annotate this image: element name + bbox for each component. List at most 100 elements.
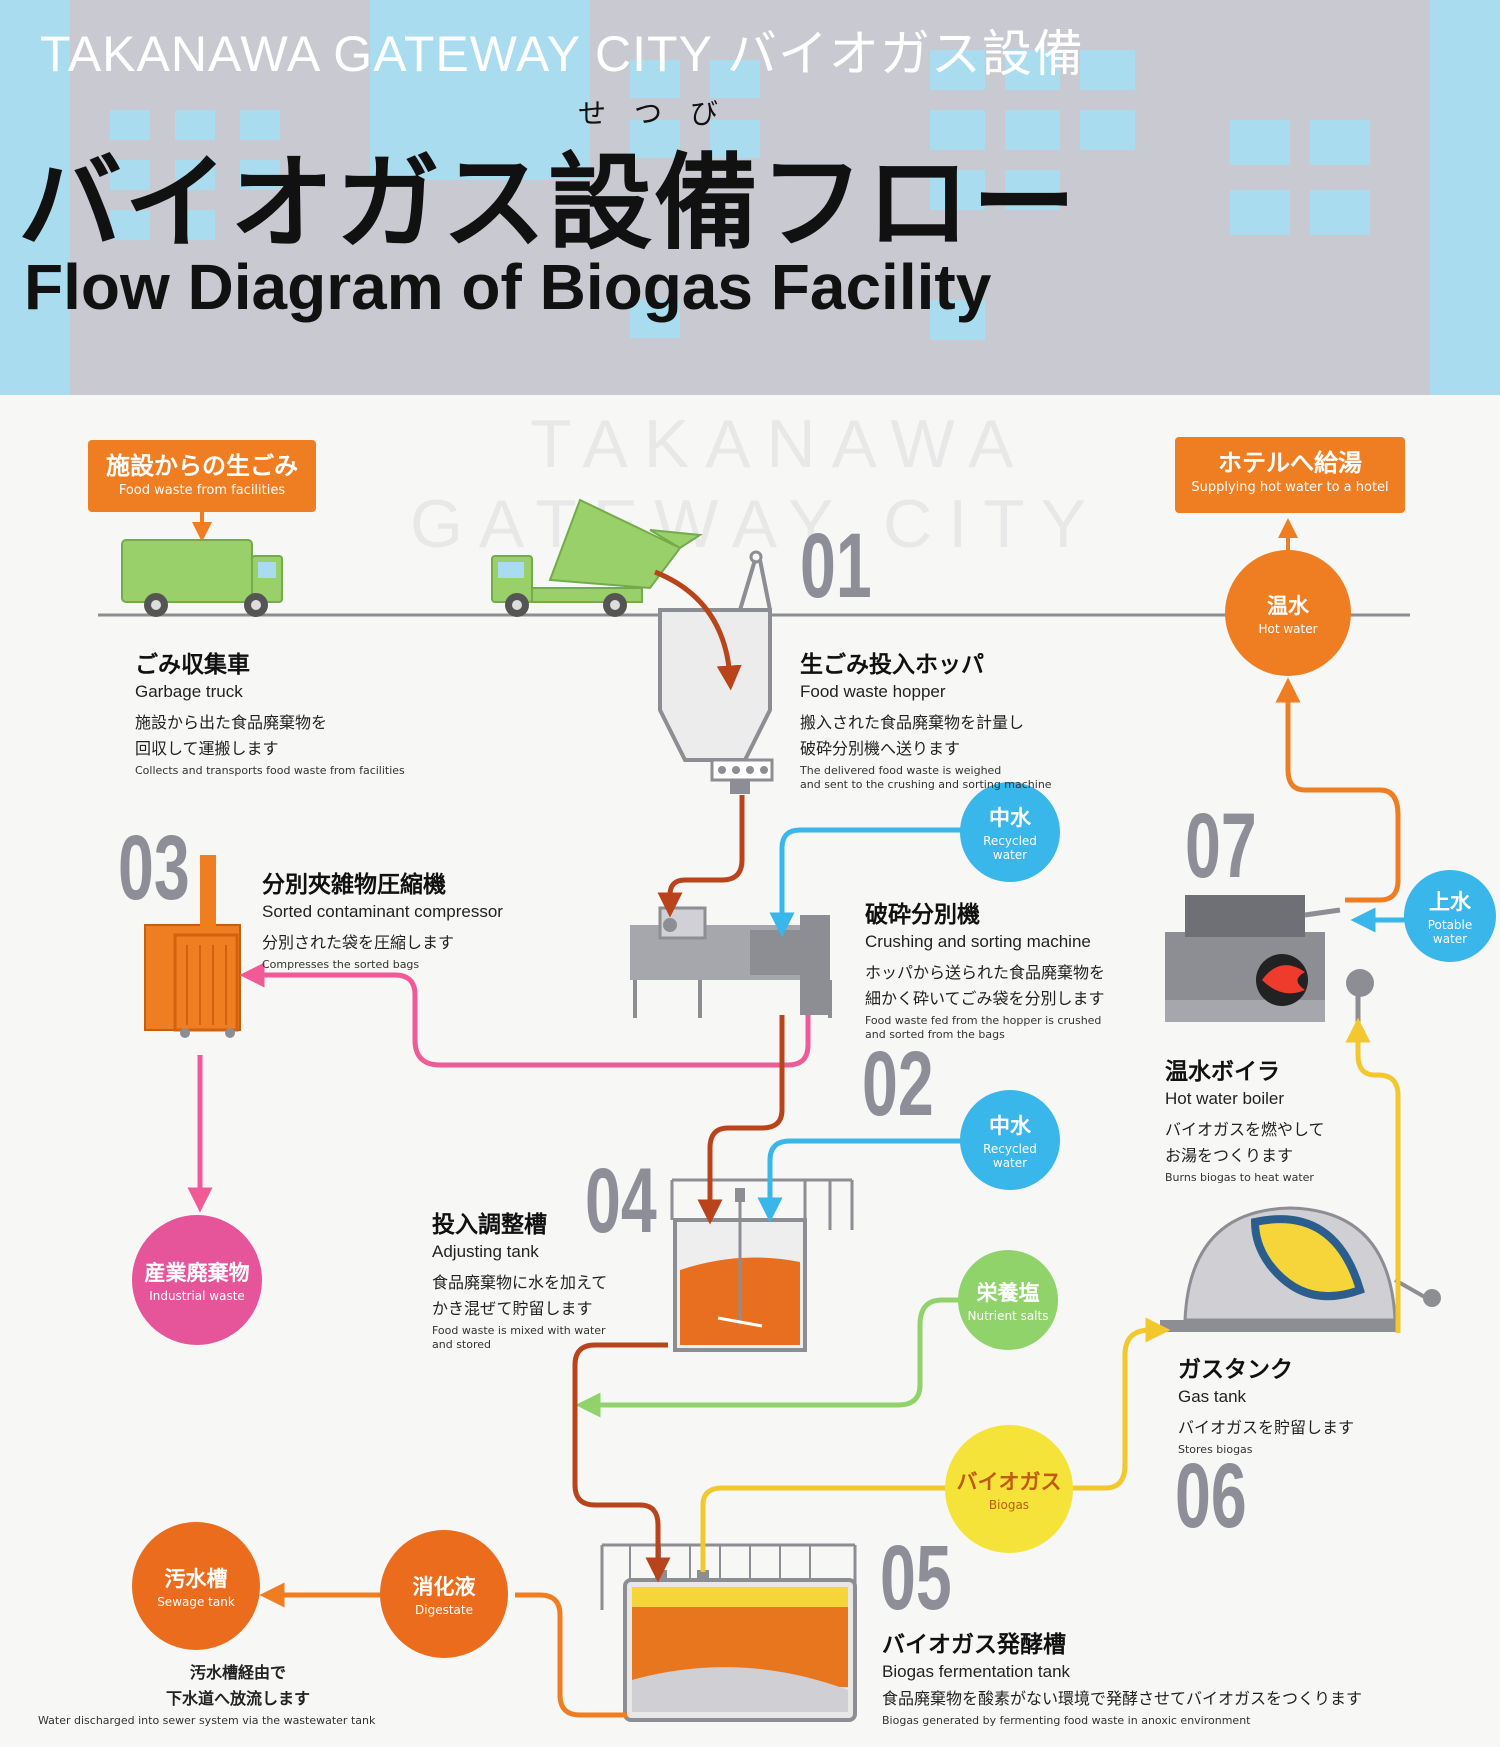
digestate-circle: 消化液 Digestate <box>380 1530 508 1658</box>
garbage-truck-label: ごみ収集車 Garbage truck 施設から出た食品廃棄物を 回収して運搬し… <box>135 645 405 778</box>
page-title-en: Flow Diagram of Biogas Facility <box>24 251 992 323</box>
industrial-waste-en: Industrial waste <box>149 1289 245 1303</box>
flow-hopper-to-crusher <box>657 795 745 918</box>
garbage-truck-desc: 施設から出た食品廃棄物を 回収して運搬します <box>135 713 328 758</box>
boiler-label: 温水ボイラ Hot water boiler バイオガスを燃やして お湯をつくり… <box>1165 1052 1325 1185</box>
flow-gas-to-boiler <box>1345 1017 1401 1333</box>
output-tag-en: Supplying hot water to a hotel <box>1191 480 1389 495</box>
crusher-desc: ホッパから送られた食品廃棄物を 細かく砕いてごみ袋を分別します <box>865 963 1106 1008</box>
flow-tank-to-fermentation <box>572 1342 671 1583</box>
step-number-06: 06 <box>1175 1445 1247 1547</box>
step-number-02: 02 <box>862 1033 934 1135</box>
compressor-desc-en: Compresses the sorted bags <box>262 958 420 971</box>
sewer-discharge-label: 汚水槽経由で 下水道へ放流します Water discharged into s… <box>38 1660 438 1728</box>
recycled-water-2-en2: water <box>992 1156 1028 1170</box>
nutrient-salts-circle: 栄養塩 Nutrient salts <box>958 1250 1058 1350</box>
recycled-water-1-en2: water <box>992 848 1028 862</box>
hot-water-circle: 温水 Hot water <box>1225 550 1351 676</box>
garbage-truck-desc-en: Collects and transports food waste from … <box>135 764 405 777</box>
boiler-desc-en: Burns biogas to heat water <box>1165 1171 1314 1184</box>
gas-tank-label: ガスタンク Gas tank バイオガスを貯留します Stores biogas <box>1178 1350 1354 1457</box>
step-number-05: 05 <box>880 1527 952 1629</box>
flow-fermentation-to-digestate <box>515 1592 627 1718</box>
compressor-en: Sorted contaminant compressor <box>262 902 503 921</box>
recycled-water-circle-1: 中水 Recycled water <box>960 782 1060 882</box>
title-ruby: せつび <box>578 97 747 130</box>
step-number-07: 07 <box>1185 795 1257 897</box>
hopper-label: 生ごみ投入ホッパ Food waste hopper 搬入された食品廃棄物を計量… <box>800 645 1052 792</box>
adjusting-tank-desc-en: Food waste is mixed with water and store… <box>432 1324 606 1351</box>
gas-tank-jp: ガスタンク <box>1178 1357 1293 1383</box>
building-illustration <box>70 0 370 395</box>
industrial-waste-circle: 産業廃棄物 Industrial waste <box>132 1215 262 1345</box>
recycled-water-1-jp: 中水 <box>989 806 1031 830</box>
compressor-icon <box>144 855 241 1038</box>
flow-recycled-water-2 <box>757 1138 975 1223</box>
sewage-tank-jp: 汚水槽 <box>164 1567 228 1591</box>
hopper-icon <box>658 550 774 794</box>
potable-water-circle: 上水 Potable water <box>1404 870 1496 962</box>
potable-water-en1: Potable <box>1427 918 1473 932</box>
sewer-discharge-desc: 汚水槽経由で 下水道へ放流します <box>165 1663 310 1708</box>
industrial-waste-jp: 産業廃棄物 <box>144 1261 250 1285</box>
page-title-jp: バイオガス設備フロー <box>18 142 1079 264</box>
watermark-line2: GATEWAY CITY <box>410 486 1102 562</box>
step-number-03: 03 <box>118 817 190 919</box>
compressor-desc: 分別された袋を圧縮します <box>262 933 455 952</box>
hot-water-en: Hot water <box>1258 622 1318 636</box>
fermentation-tank-en: Biogas fermentation tank <box>882 1662 1071 1681</box>
hero-banner: TAKANAWA GATEWAY CITY バイオガス設備 せつび バイオガス設… <box>0 0 1500 395</box>
hero-subtitle: TAKANAWA GATEWAY CITY バイオガス設備 <box>40 26 1084 82</box>
hopper-desc-en: The delivered food waste is weighed and … <box>800 764 1052 791</box>
hopper-jp: 生ごみ投入ホッパ <box>800 652 984 678</box>
recycled-water-2-jp: 中水 <box>989 1114 1031 1138</box>
crusher-desc-en: Food waste fed from the hopper is crushe… <box>865 1014 1102 1041</box>
potable-water-jp: 上水 <box>1429 890 1471 914</box>
flow-biogas-to-tank <box>1065 1317 1171 1491</box>
garbage-truck-en: Garbage truck <box>135 682 243 701</box>
fermentation-tank-label: バイオガス発酵槽 Biogas fermentation tank 食品廃棄物を… <box>882 1625 1362 1728</box>
adjusting-tank-jp: 投入調整槽 <box>432 1212 547 1238</box>
flow-recycled-water-1 <box>769 827 975 938</box>
gas-tank-desc-en: Stores biogas <box>1178 1443 1253 1456</box>
flow-boiler-to-hotwater <box>1275 677 1401 903</box>
flow-nutrient-salts <box>575 1297 975 1418</box>
flow-bags-to-compressor <box>239 962 811 1068</box>
hopper-en: Food waste hopper <box>800 682 946 701</box>
adjusting-tank-en: Adjusting tank <box>432 1242 539 1261</box>
biogas-circle: バイオガス Biogas <box>945 1425 1073 1553</box>
adjusting-tank-desc: 食品廃棄物に水を加えて かき混ぜて貯留します <box>432 1273 608 1318</box>
hopper-desc: 搬入された食品廃棄物を計量し 破砕分別機へ送ります <box>800 713 1025 758</box>
crusher-label: 破砕分別機 Crushing and sorting machine ホッパから… <box>865 895 1105 1042</box>
sewage-tank-en: Sewage tank <box>157 1595 235 1609</box>
boiler-desc: バイオガスを燃やして お湯をつくります <box>1165 1120 1325 1165</box>
flow-biogas-1 <box>700 1485 952 1572</box>
input-tag: 施設からの生ごみ Food waste from facilities <box>88 440 316 512</box>
step-number-01: 01 <box>800 515 872 617</box>
fermentation-tank-desc: 食品廃棄物を酸素がない環境で発酵させてバイオガスをつくります <box>882 1689 1363 1708</box>
input-tag-jp: 施設からの生ごみ <box>106 452 298 480</box>
output-tag: ホテルへ給湯 Supplying hot water to a hotel <box>1175 437 1405 513</box>
hot-water-jp: 温水 <box>1267 594 1309 618</box>
nutrient-salts-jp: 栄養塩 <box>976 1281 1040 1305</box>
compressor-label: 分別夾雑物圧縮機 Sorted contaminant compressor 分… <box>262 865 503 972</box>
boiler-en: Hot water boiler <box>1165 1089 1285 1108</box>
recycled-water-1-en1: Recycled <box>983 834 1037 848</box>
garbage-truck-icon <box>121 539 283 617</box>
boiler-icon <box>1165 895 1374 1022</box>
gas-tank-en: Gas tank <box>1178 1387 1247 1406</box>
fermentation-tank-icon <box>600 1543 857 1722</box>
fermentation-tank-jp: バイオガス発酵槽 <box>882 1632 1066 1658</box>
recycled-water-circle-2: 中水 Recycled water <box>960 1090 1060 1190</box>
input-tag-en: Food waste from facilities <box>118 483 286 498</box>
compressor-jp: 分別夾雑物圧縮機 <box>262 872 446 898</box>
nutrient-salts-en: Nutrient salts <box>967 1309 1049 1323</box>
dump-flow-arrow <box>654 569 742 691</box>
adjusting-tank-label: 投入調整槽 Adjusting tank 食品廃棄物に水を加えて かき混ぜて貯留… <box>432 1205 607 1352</box>
watermark-line1: TAKANAWA <box>530 406 1030 482</box>
sewer-discharge-desc-en: Water discharged into sewer system via t… <box>38 1714 376 1727</box>
flow-crusher-to-tank <box>697 1015 785 1225</box>
digestate-en: Digestate <box>415 1603 473 1617</box>
sewage-tank-circle: 汚水槽 Sewage tank <box>132 1522 260 1650</box>
fermentation-tank-desc-en: Biogas generated by fermenting food wast… <box>882 1714 1251 1727</box>
